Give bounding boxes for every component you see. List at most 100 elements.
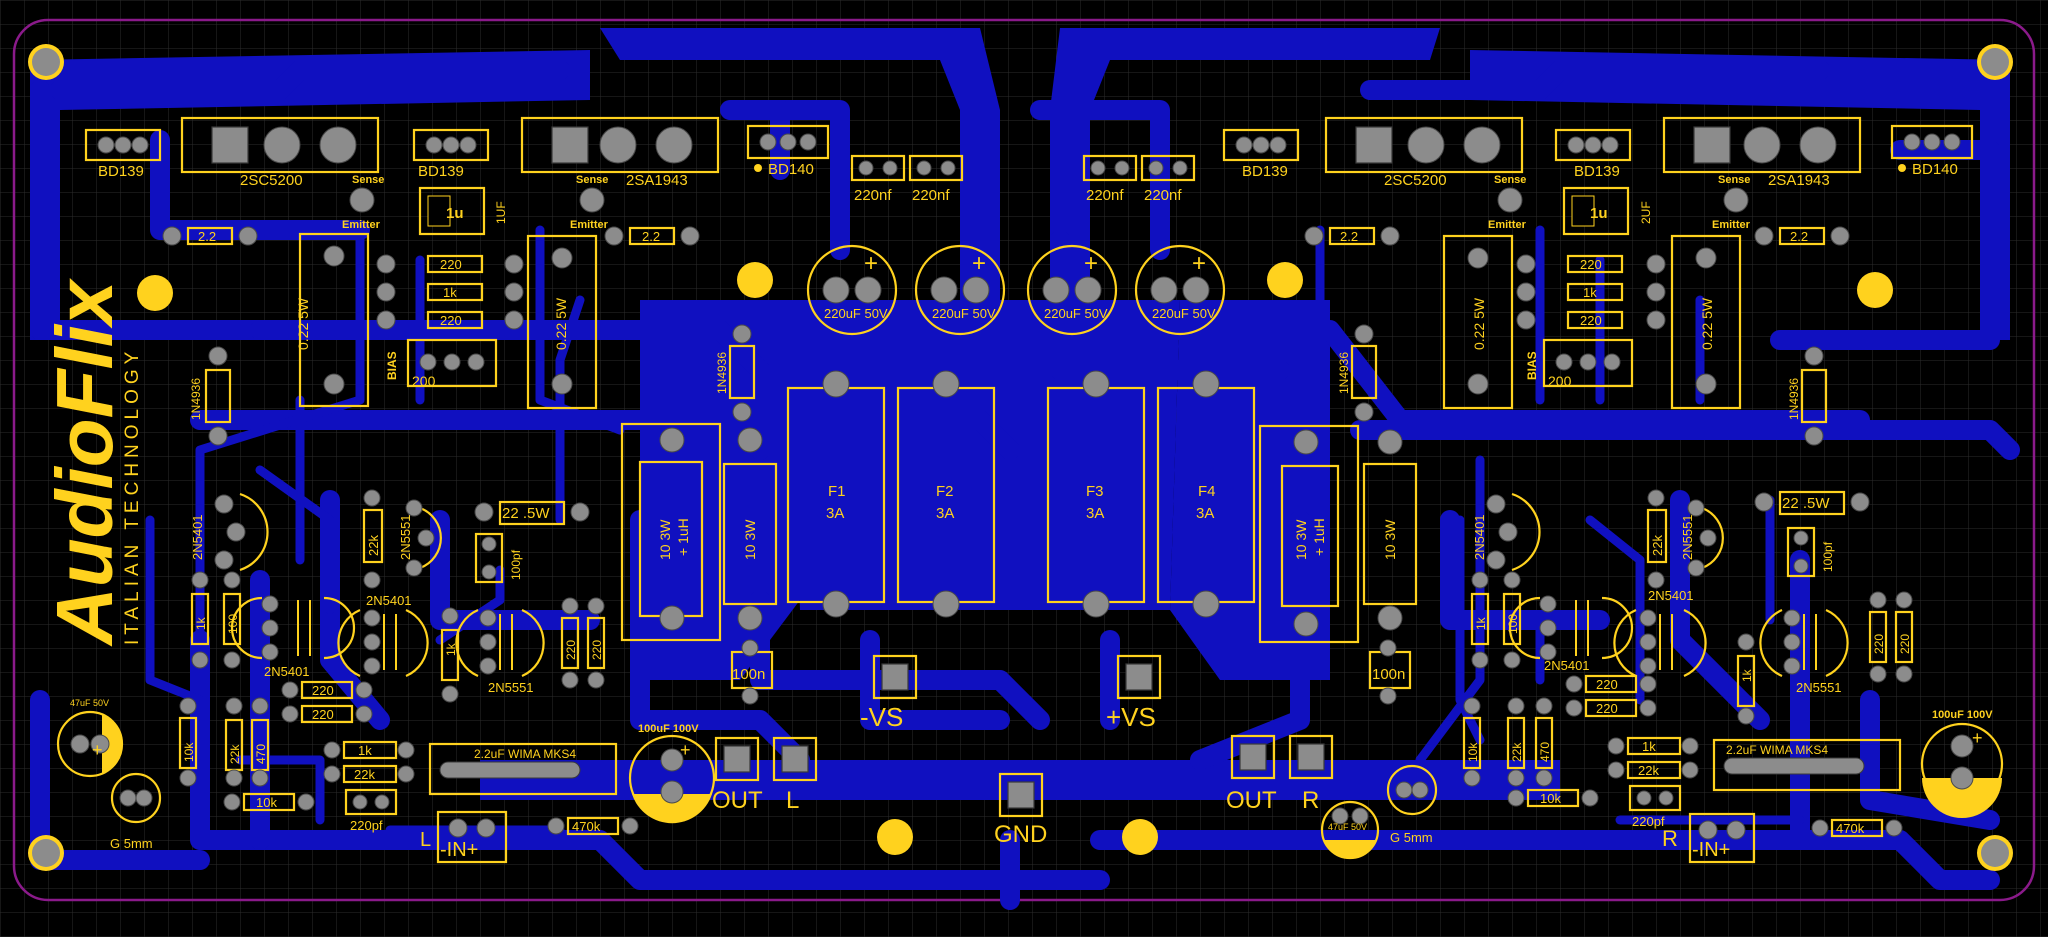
svg-text:220: 220 (564, 640, 578, 660)
cap2uf-label: 2UF (1639, 201, 1653, 224)
svg-text:G 5mm: G 5mm (1390, 830, 1433, 845)
bd140-label: BD140 (768, 161, 814, 178)
svg-text:2N5401: 2N5401 (264, 664, 310, 679)
svg-text:1k: 1k (444, 642, 458, 656)
r220-label: 220 (1580, 257, 1602, 272)
bd139-outline (412, 128, 490, 162)
mounting-hole-icon (1981, 48, 2009, 76)
svg-text:10 3W: 10 3W (742, 519, 758, 560)
out-left-channel: L (786, 787, 799, 814)
gnd-label: GND (994, 821, 1047, 848)
transistor-outline (520, 116, 720, 174)
svg-text:10k: 10k (1466, 742, 1480, 762)
r022-label: 0.22 5W (553, 297, 569, 350)
bd140-label: BD140 (1912, 161, 1958, 178)
bd139-label: BD139 (1242, 163, 1288, 180)
mounting-hole-icon (1857, 272, 1893, 308)
svg-text:2N5551: 2N5551 (1680, 514, 1695, 560)
svg-text:+ 1uH: + 1uH (675, 518, 691, 556)
emitter-label: Emitter (1712, 219, 1751, 231)
emitter-label: Emitter (1488, 219, 1527, 231)
mounting-hole-icon (1981, 839, 2009, 867)
cap1u-label: 1u (446, 205, 464, 222)
trim200-label: 200 (412, 373, 436, 389)
mounting-hole-icon (737, 262, 773, 298)
svg-text:+: + (972, 250, 986, 277)
svg-text:10 3W: 10 3W (657, 519, 673, 560)
svg-text:2N5551: 2N5551 (1796, 680, 1842, 695)
diode-label: 1N4936 (1337, 352, 1351, 394)
r022-label: 0.22 5W (1699, 297, 1715, 350)
elec220-label: 220uF 50V (1044, 306, 1108, 321)
sc5200-label: 2SC5200 (240, 172, 303, 189)
svg-text:220: 220 (590, 640, 604, 660)
mounting-hole-icon (137, 275, 173, 311)
fuse-f3: F3 3A (1046, 370, 1146, 618)
svg-text:10k: 10k (1540, 791, 1561, 806)
left-channel-label: L (420, 829, 431, 851)
svg-text:22k: 22k (366, 535, 381, 556)
r220-label: 220 (1580, 313, 1602, 328)
sa1943-label: 2SA1943 (1768, 172, 1830, 189)
svg-text:22k: 22k (1638, 763, 1659, 778)
svg-text:22k: 22k (1650, 535, 1665, 556)
svg-text:220: 220 (1596, 701, 1618, 716)
svg-text:+: + (864, 250, 878, 277)
svg-text:+: + (1972, 728, 1983, 748)
svg-text:22k: 22k (228, 744, 242, 764)
svg-text:220pf: 220pf (350, 818, 383, 833)
svg-text:470k: 470k (572, 819, 601, 834)
out-right-channel: R (1302, 787, 1319, 814)
svg-text:2N5551: 2N5551 (488, 680, 534, 695)
fuse-f1: F1 3A (786, 370, 886, 618)
input-left-label: -IN+ (440, 839, 478, 861)
svg-text:2.2uF WIMA MKS4: 2.2uF WIMA MKS4 (1726, 743, 1828, 757)
r220-label: 220 (440, 313, 462, 328)
bd140-outline (746, 124, 830, 160)
cap220nf-label: 220nf (1144, 187, 1182, 204)
mounting-hole-icon (1122, 819, 1158, 855)
svg-text:F2: F2 (936, 483, 954, 500)
svg-text:2N5401: 2N5401 (190, 514, 205, 560)
electrolytic-cap: + 220uF 50V (1026, 244, 1118, 336)
svg-text:100pf: 100pf (1821, 541, 1835, 572)
power-section: 220nf 220nf 220nf 220nf + 220uF 50V + 22… (620, 154, 1418, 848)
r22-label: 2.2 (1340, 229, 1358, 244)
svg-text:F3: F3 (1086, 483, 1104, 500)
electrolytic-cap: + 220uF 50V (1134, 244, 1226, 336)
emitter-label: Emitter (570, 219, 609, 231)
svg-text:G 5mm: G 5mm (110, 836, 153, 851)
brand-tagline: ITALIAN TECHNOLOGY (122, 347, 143, 645)
diode-label: 1N4936 (715, 352, 729, 394)
right-channel-label: R (1662, 826, 1678, 851)
svg-text:+: + (1192, 250, 1206, 277)
svg-text:2N5401: 2N5401 (1648, 588, 1694, 603)
r220-label: 220 (440, 257, 462, 272)
right-output-stage: BD139 2SC5200 BD139 2SA1943 BD140 Sense … (1222, 116, 1974, 446)
svg-text:47uF 50V: 47uF 50V (1328, 822, 1367, 832)
cap220nf-label: 220nf (912, 187, 950, 204)
bd139-outline (84, 128, 162, 162)
emitter-label: Emitter (342, 219, 381, 231)
svg-text:220: 220 (312, 707, 334, 722)
electrolytic-cap: + 220uF 50V (806, 244, 898, 336)
elec220-label: 220uF 50V (1152, 306, 1216, 321)
svg-text:220pf: 220pf (1632, 814, 1665, 829)
r22-label: 2.2 (642, 229, 660, 244)
svg-text:220: 220 (1898, 634, 1912, 654)
svg-text:1k: 1k (1474, 616, 1488, 630)
out-right-label: OUT (1226, 787, 1277, 814)
svg-text:2N5401: 2N5401 (366, 593, 412, 608)
fuse-f2: F2 3A (896, 370, 996, 618)
svg-text:220: 220 (312, 683, 334, 698)
r22-label: 2.2 (198, 229, 216, 244)
svg-text:22 .5W: 22 .5W (1782, 495, 1830, 512)
r1k-label: 1k (1583, 285, 1597, 300)
mounting-hole-icon (32, 48, 60, 76)
trim200-label: 200 (1548, 373, 1572, 389)
mounting-hole-icon (32, 839, 60, 867)
svg-text:220: 220 (1872, 634, 1886, 654)
svg-text:22k: 22k (1510, 742, 1524, 762)
bd139-label: BD139 (98, 163, 144, 180)
